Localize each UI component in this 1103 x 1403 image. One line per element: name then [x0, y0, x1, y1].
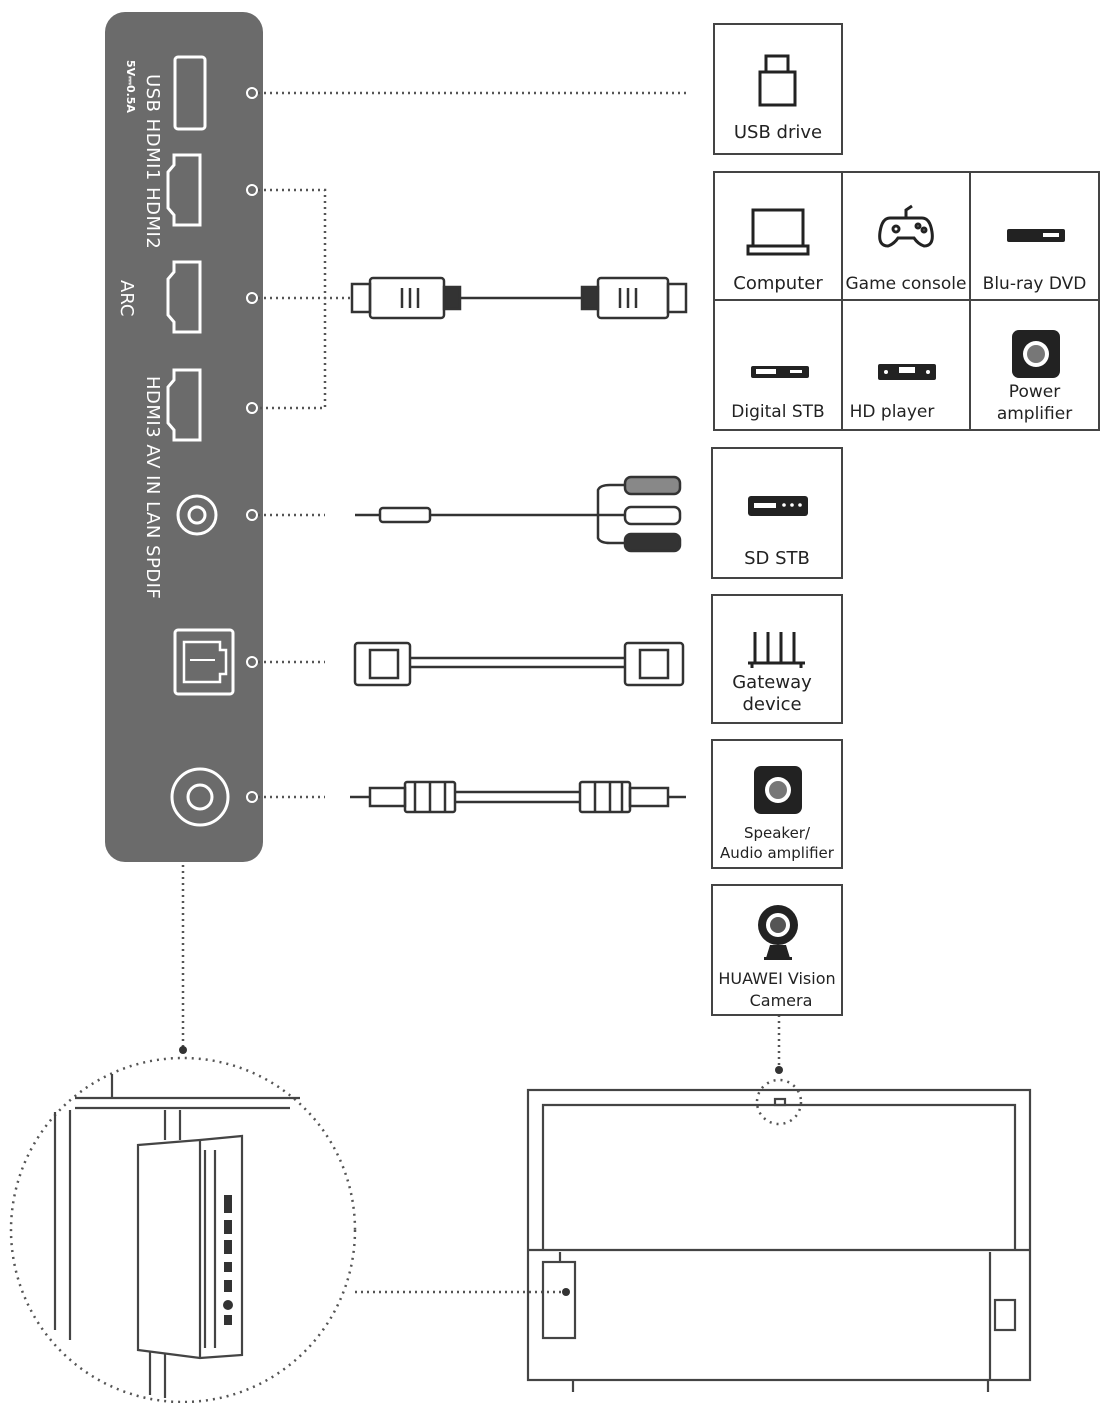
zoom-detail [9, 1056, 357, 1403]
lan-cable [353, 641, 685, 687]
bluray-icon [1007, 229, 1065, 242]
stb-icon [751, 366, 809, 378]
amplifier-icon [1012, 330, 1060, 378]
tv-rear-view [526, 1078, 1032, 1392]
usb-drive-icon [758, 54, 797, 107]
gamepad-icon [878, 204, 934, 248]
hdmi-cable [350, 276, 688, 320]
sd-stb-label: SD STB [744, 548, 810, 569]
rear-io-panel [105, 12, 263, 862]
device-box-frames [711, 23, 1100, 1016]
usb-drive-label: USB drive [733, 122, 823, 143]
panel-label-usb-hdmi: USB HDMI1 HDMI2 [142, 74, 163, 250]
hd-player-label: HD player [849, 402, 935, 422]
speaker-icon [754, 766, 802, 814]
hdmi2-port [166, 260, 202, 334]
speaker-label-1: Speaker/ [743, 824, 811, 842]
spdif-port [170, 767, 230, 827]
digital-stb-label: Digital STB [731, 402, 825, 422]
gateway-label-2: device [742, 694, 802, 715]
computer-label: Computer [733, 273, 823, 294]
usb-port [173, 55, 207, 131]
power-amplifier-label-1: Power [1008, 382, 1061, 402]
gateway-label-1: Gateway [732, 672, 812, 693]
bluray-dvd-label: Blu-ray DVD [982, 274, 1087, 294]
panel-label-rating: 5V⎓0.5A [124, 60, 137, 113]
sd-stb-icon [748, 496, 808, 516]
hdmi1-port [166, 153, 202, 227]
hd-player-icon [878, 364, 936, 380]
game-console-label: Game console [845, 274, 967, 294]
webcam-icon [758, 905, 798, 960]
spdif-cable [350, 780, 686, 814]
av-cable [355, 475, 682, 553]
speaker-label-2: Audio amplifier [720, 844, 834, 862]
leader-lines [181, 91, 781, 1294]
lan-port [173, 628, 235, 696]
panel-label-arc: ARC [116, 280, 137, 317]
hdmi3-port [166, 368, 202, 442]
panel-label-hdmi3-av-lan-spdif: HDMI3 AV IN LAN SPDIF [142, 376, 163, 600]
camera-label-1: HUAWEI Vision [718, 969, 836, 988]
router-icon [748, 632, 805, 668]
power-amplifier-label-2: amplifier [996, 404, 1073, 424]
camera-label-2: Camera [749, 991, 813, 1010]
av-in-port [176, 494, 218, 536]
laptop-icon [746, 208, 810, 256]
